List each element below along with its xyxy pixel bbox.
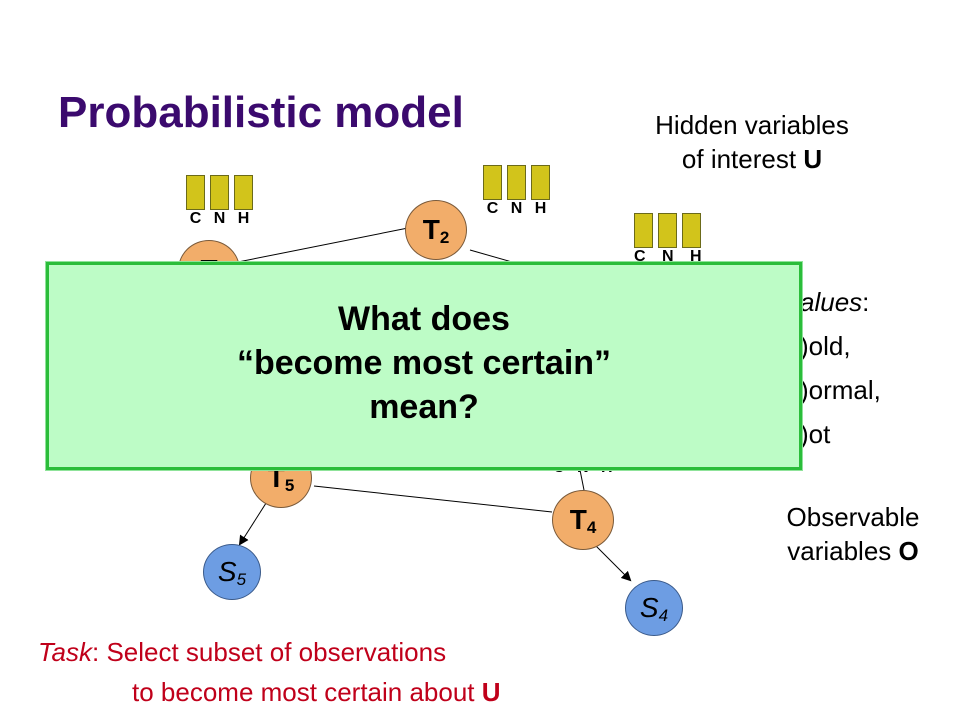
distribution-t1: C N H — [186, 175, 253, 228]
s5-sub: 5 — [236, 570, 247, 589]
bar-normal — [210, 175, 229, 210]
distribution-bars — [483, 165, 550, 200]
t4-sub: 4 — [586, 518, 597, 537]
values-title-text: alues — [800, 287, 863, 317]
observable-var: O — [898, 536, 919, 566]
label-n: N — [510, 200, 523, 217]
hidden-line2: of interest U — [612, 142, 892, 176]
distribution-t2: C N H — [483, 165, 550, 218]
observable-line1: Observable — [786, 502, 920, 532]
bar-normal — [658, 213, 677, 248]
task-line2-text: to become most certain about — [132, 677, 475, 707]
distribution-bars — [634, 213, 708, 248]
task-line2: to become most certain about U — [38, 672, 501, 712]
bar-cold — [186, 175, 205, 210]
edge-t5-s5 — [238, 499, 269, 546]
edge-t1-t2 — [237, 227, 409, 263]
task-var: U — [481, 677, 501, 707]
t4-base: T — [569, 504, 587, 535]
bar-hot — [234, 175, 253, 210]
bar-cold — [634, 213, 653, 248]
bar-hot — [682, 213, 701, 248]
t2-sub: 2 — [439, 228, 450, 247]
s4-sub: 4 — [658, 606, 669, 625]
distribution-bars — [186, 175, 253, 210]
s5-base: S — [217, 556, 237, 587]
question-callout: What does “become most certain” mean? — [45, 261, 803, 471]
label-h: H — [534, 200, 547, 217]
t5-sub: 5 — [284, 476, 295, 495]
value-hot: )ot — [800, 419, 831, 449]
hidden-var: U — [803, 144, 823, 174]
values-label: alues: )old, )ormal, )ot — [800, 280, 881, 456]
task-description: Task: Select subset of observations to b… — [38, 632, 501, 712]
bar-cold — [483, 165, 502, 200]
distribution-labels: C N H — [483, 200, 550, 218]
label-c: C — [189, 210, 202, 227]
hidden-variables-label: Hidden variables of interest U — [612, 108, 892, 176]
values-colon: : — [862, 287, 870, 317]
distribution-labels: C N H — [186, 210, 253, 228]
distribution-t4-partial-labels: C N H — [553, 466, 617, 476]
callout-line3: mean? — [369, 388, 479, 426]
edge-t5-t4 — [313, 485, 553, 513]
hidden-line2-text: of interest — [681, 144, 797, 174]
bar-hot — [531, 165, 550, 200]
hidden-line1: Hidden variables — [655, 110, 849, 140]
task-colon: : — [91, 637, 100, 667]
t2-base: T — [422, 214, 440, 245]
bar-normal — [507, 165, 526, 200]
values-title: alues: — [800, 280, 881, 324]
observable-variables-label: Observable variables O — [748, 500, 958, 568]
slide-title: Probabilistic model — [58, 88, 464, 137]
callout-line1: What does — [338, 300, 510, 338]
observable-line2: variables O — [748, 534, 958, 568]
label-c: C — [486, 200, 499, 217]
task-word: Task — [38, 637, 92, 667]
distribution-t3: C N H — [634, 213, 708, 262]
task-line1: Task: Select subset of observations — [38, 632, 501, 672]
edge-t4-s4 — [595, 545, 632, 582]
task-line1-text: Select subset of observations — [106, 637, 447, 667]
callout-text: What does “become most certain” mean? — [49, 297, 799, 429]
observable-line2-text: variables — [787, 536, 892, 566]
edge-t4-up — [579, 469, 585, 491]
value-normal: )ormal, — [800, 375, 881, 405]
label-h: H — [237, 210, 250, 227]
distribution-labels-partial: C N H — [634, 248, 708, 262]
value-cold: )old, — [800, 331, 851, 361]
callout-line2: “become most certain” — [236, 344, 612, 382]
s4-base: S — [639, 592, 659, 623]
label-n: N — [213, 210, 226, 227]
